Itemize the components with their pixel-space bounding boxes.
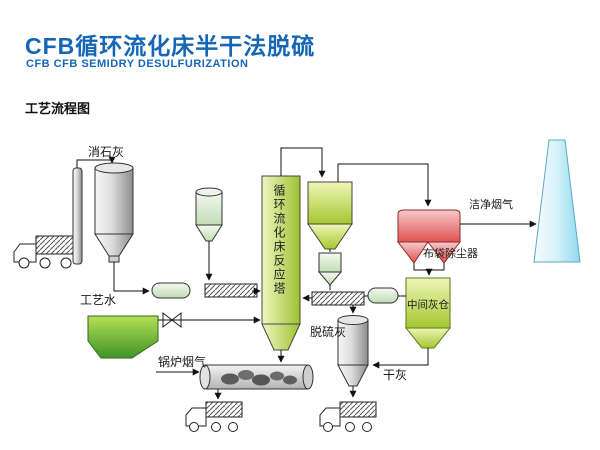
bag-dust-collector xyxy=(396,209,462,264)
label-process-water: 工艺水 xyxy=(80,293,117,307)
line-silo-to-pump xyxy=(113,262,150,295)
section-label: 工艺流程图 xyxy=(25,101,91,116)
line-cyclone-to-bagfilter xyxy=(337,163,432,207)
screw-conveyor-1 xyxy=(204,283,258,298)
page-title: CFB循环流化床半干法脱硫 xyxy=(25,33,316,59)
line-tower-to-cyclone xyxy=(280,147,326,178)
slag-stones xyxy=(221,370,297,386)
label-clean-flue-gas: 洁净烟气 xyxy=(469,199,513,211)
pump-capsule-1 xyxy=(151,282,191,299)
chimney xyxy=(533,139,581,263)
label-desulfurized-ash: 脱硫灰 xyxy=(310,325,347,339)
label-reactor-tower: 循环流化床反应塔 xyxy=(272,184,286,296)
ash-truck-1 xyxy=(185,401,243,432)
lime-silo xyxy=(94,162,134,263)
cyclone-separator xyxy=(307,181,353,250)
flue-gas-duct xyxy=(199,364,314,390)
lime-day-bin xyxy=(195,187,223,242)
desulfurized-ash-silo xyxy=(337,315,369,387)
page-subtitle: CFB CFB SEMIDRY DESULFURIZATION xyxy=(26,58,249,70)
line-hopper-collect xyxy=(413,263,445,271)
label-bag-dust-collector: 布袋除尘器 xyxy=(423,248,478,260)
screw-conveyor-2 xyxy=(311,291,365,306)
label-dry-ash: 干灰 xyxy=(383,368,408,382)
label-boiler-flue-gas: 锅炉烟气 xyxy=(158,355,207,369)
ash-truck-2 xyxy=(319,401,377,432)
process-water-tank xyxy=(87,315,159,359)
lime-truck xyxy=(13,235,81,269)
pump-capsule-2 xyxy=(367,287,399,304)
line-truck-to-silo xyxy=(76,156,116,168)
intermediate-ash-silo xyxy=(404,277,452,349)
line-dry-ash xyxy=(372,348,429,369)
lime-riser-column xyxy=(72,167,83,265)
label-intermediate-ash-silo: 中间灰仓 xyxy=(407,299,449,311)
label-slaked-lime: 消石灰 xyxy=(88,145,125,159)
recycle-feeder-vessel xyxy=(317,252,343,286)
flow-lines xyxy=(76,147,537,400)
